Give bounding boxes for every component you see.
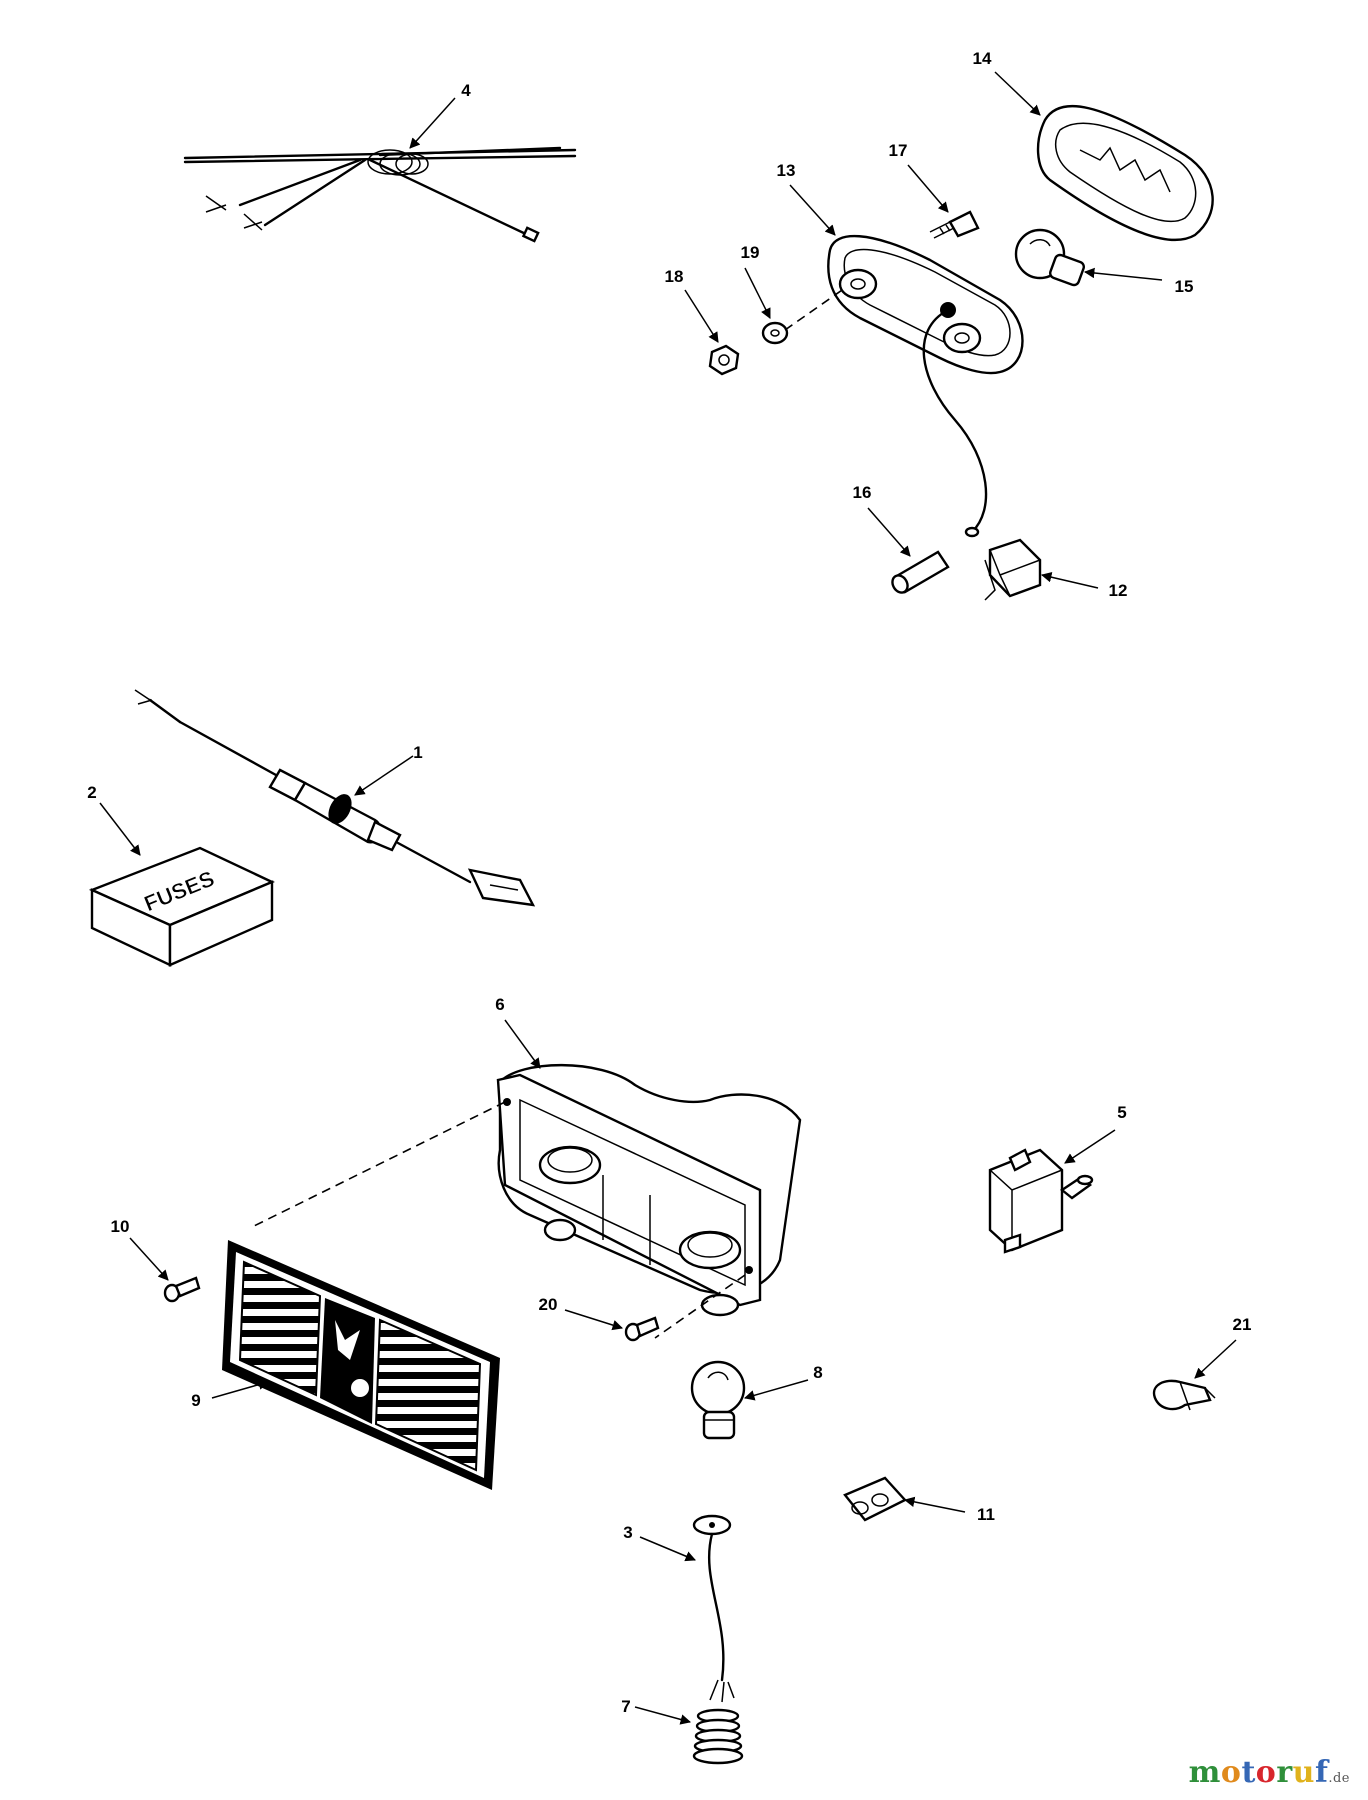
callout-20: 20 [539,1295,558,1314]
part-nut-18 [708,344,740,376]
part-clip-12 [984,538,1042,601]
callout-13: 13 [777,161,796,180]
callout-21: 21 [1233,1315,1252,1334]
part-fuse-box: FUSES [88,846,275,967]
part-screw-20 [624,1316,660,1342]
part-sleeve-16 [891,550,950,594]
part-bezel [222,1240,500,1490]
watermark-logo: motoruf.de [1189,1755,1350,1790]
part-bulb-8 [690,1360,746,1440]
callout-11: 11 [977,1505,995,1524]
part-light-lens [1036,104,1214,242]
callout-16: 16 [853,483,872,502]
part-instrument-housing [496,1064,802,1317]
watermark-letter: o [1220,1755,1242,1790]
callout-3: 3 [623,1523,632,1542]
callout-leaders [99,71,1237,1725]
part-washer-19 [761,321,789,345]
callout-17: 17 [889,141,908,160]
callout-19: 19 [741,243,760,262]
callout-8: 8 [813,1363,822,1382]
part-fuse-holder-lead [134,689,536,907]
callout-5: 5 [1117,1103,1126,1122]
callout-18: 18 [665,267,684,286]
callout-15: 15 [1175,277,1194,296]
callout-10: 10 [111,1217,130,1236]
watermark-letter: o [1255,1755,1277,1790]
callout-14: 14 [973,49,992,68]
part-connector-11 [843,1476,907,1522]
watermark-letter: f [1314,1755,1329,1790]
part-lamp-housing [827,234,1024,538]
watermark-letter: t [1241,1755,1256,1790]
part-screw-17 [929,210,980,239]
part-screw-10 [163,1276,201,1303]
part-wire-harness [183,146,577,243]
callout-2: 2 [87,783,96,802]
part-socket-lead [692,1514,735,1703]
part-spring [692,1708,744,1765]
callout-9: 9 [191,1391,200,1410]
part-bulb-15 [1014,228,1085,287]
callout-numbers: 1 2 3 4 5 6 7 8 9 10 11 12 13 14 15 16 1… [87,49,1251,1716]
callout-4: 4 [461,81,471,100]
part-toggle-switch [988,1148,1094,1254]
callout-6: 6 [495,995,504,1014]
watermark-letter: r [1276,1755,1293,1790]
callout-1: 1 [413,743,422,762]
watermark-letter: m [1188,1755,1221,1790]
callout-7: 7 [621,1697,630,1716]
watermark-suffix: .de [1328,1771,1350,1786]
part-clip-21 [1152,1379,1216,1411]
callout-12: 12 [1109,581,1128,600]
watermark-letter: u [1292,1755,1315,1790]
